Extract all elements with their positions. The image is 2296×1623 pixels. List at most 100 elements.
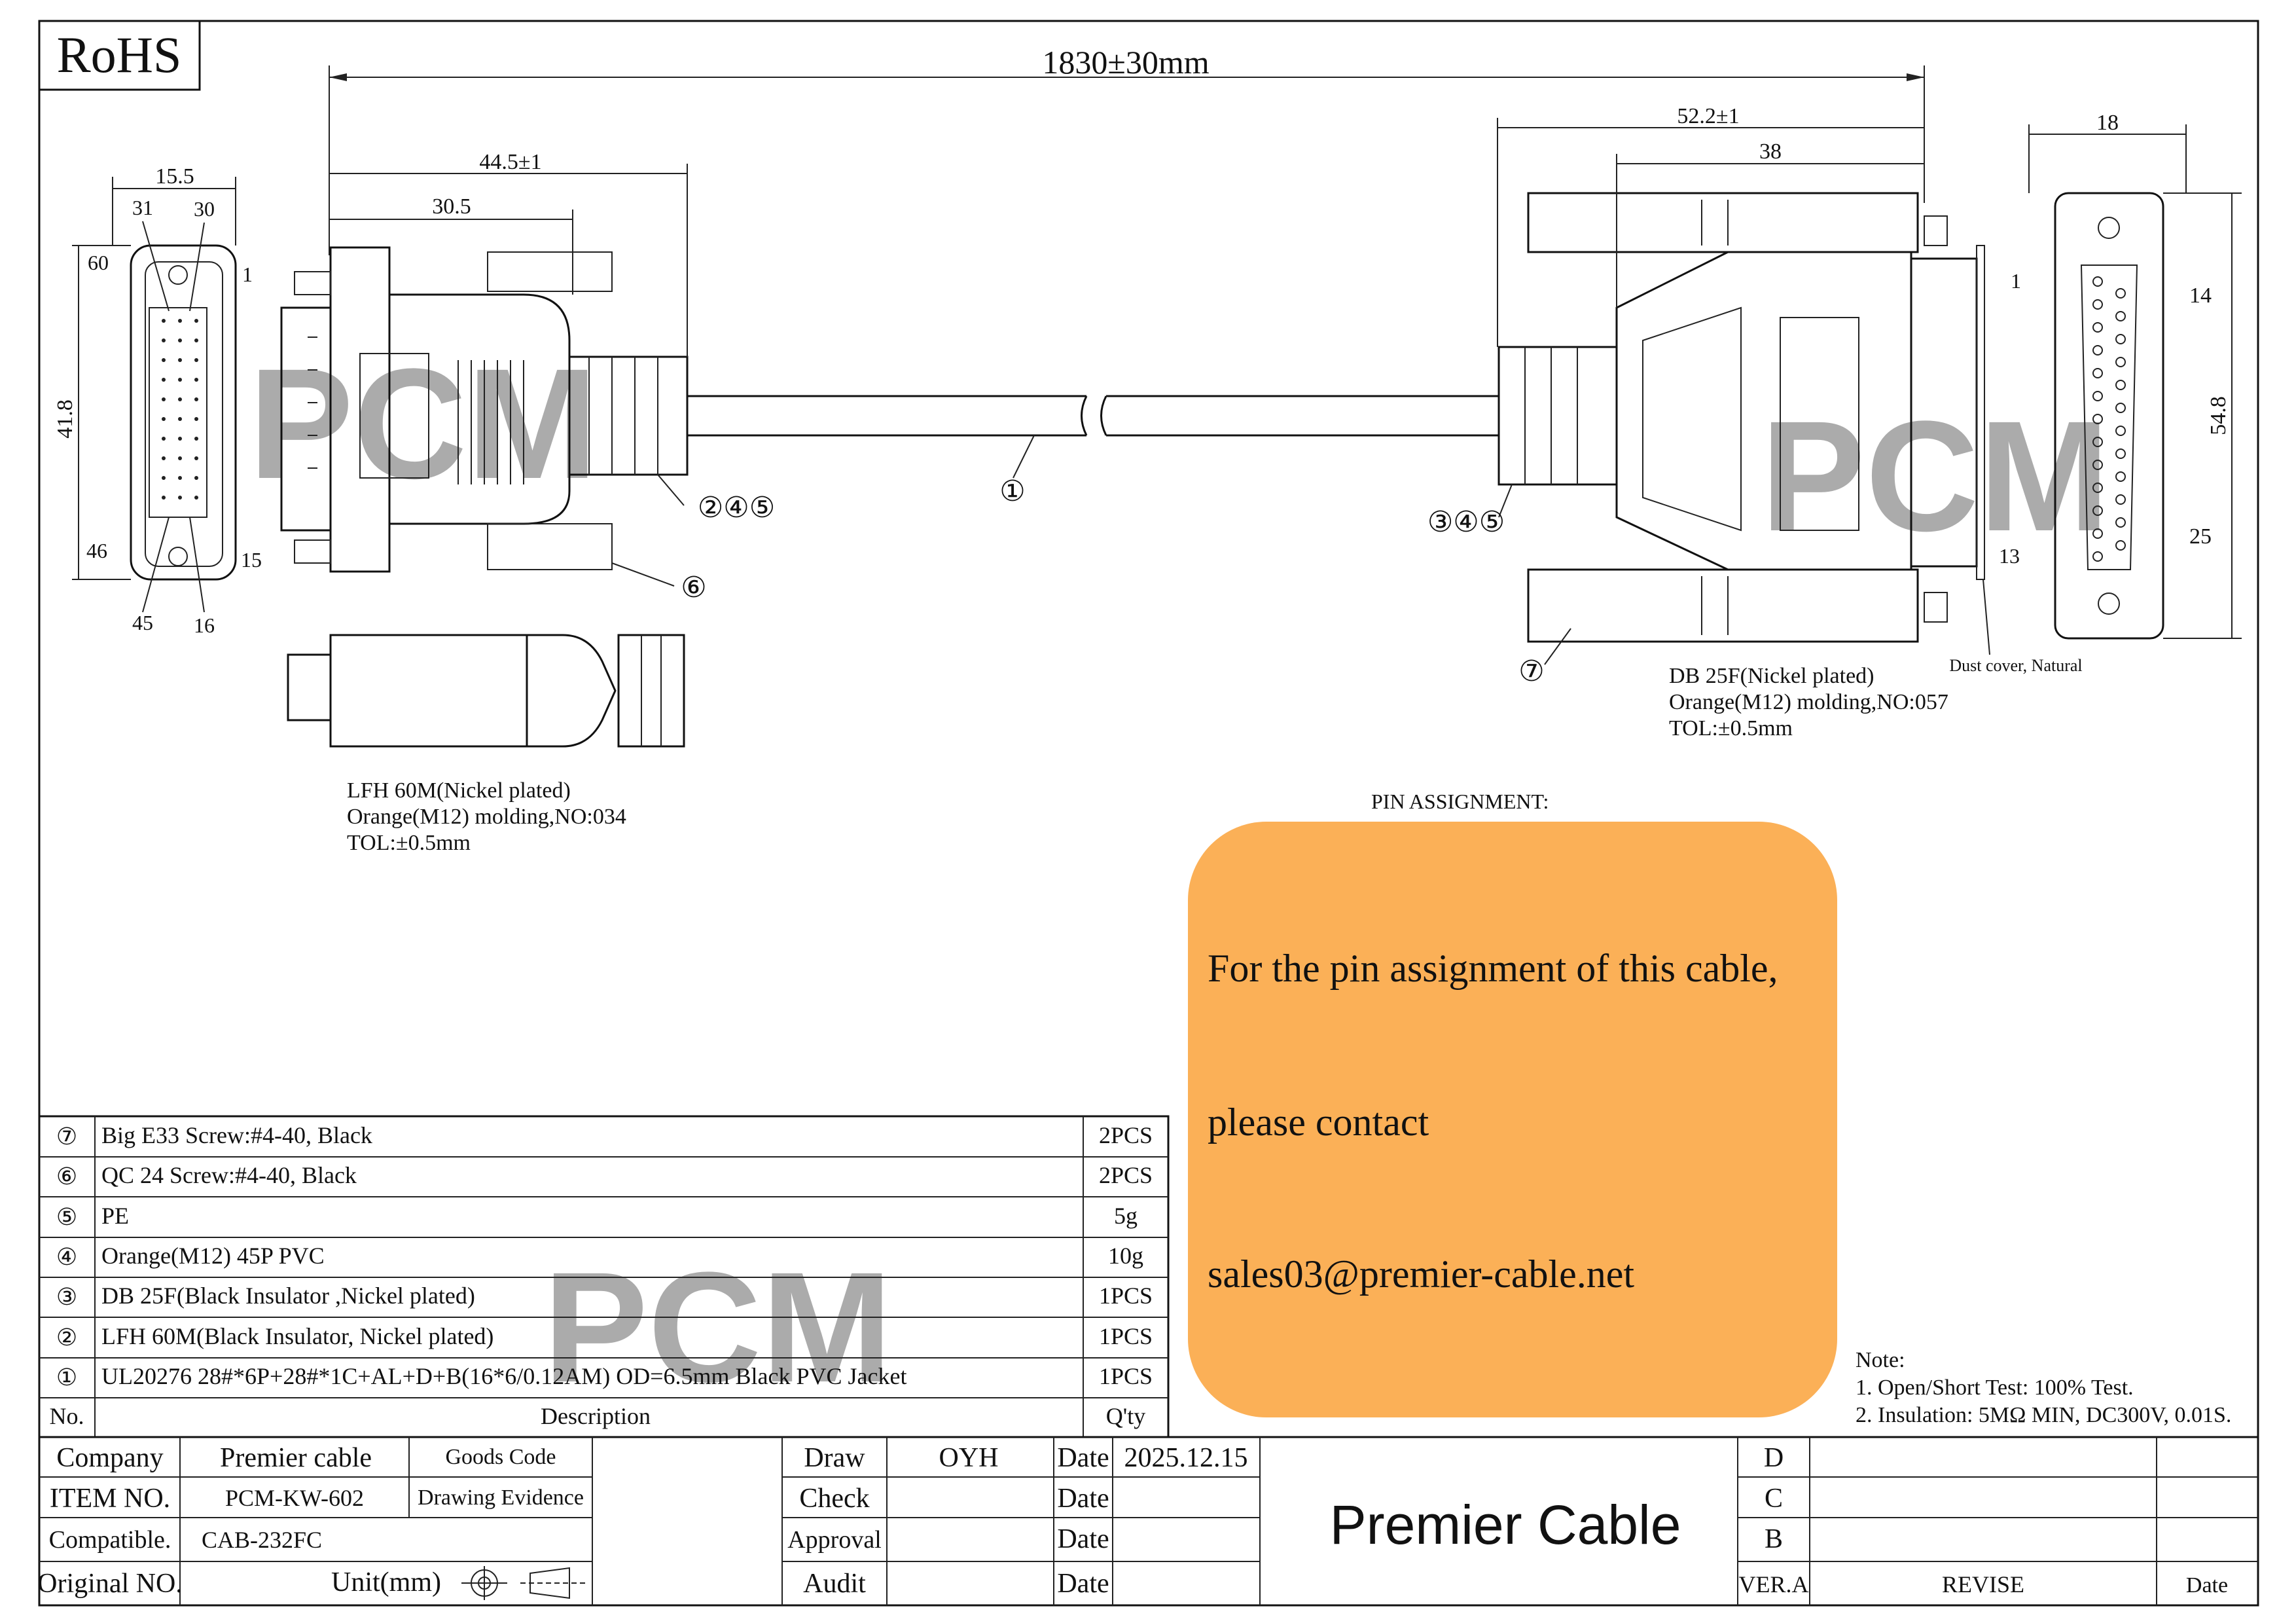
svg-text:Description: Description	[541, 1403, 651, 1429]
svg-text:QC 24 Screw:#4-40, Black: QC 24 Screw:#4-40, Black	[101, 1162, 357, 1188]
svg-text:⑥: ⑥	[681, 572, 706, 604]
svg-text:10g: 10g	[1108, 1243, 1143, 1269]
svg-text:D: D	[1764, 1443, 1784, 1473]
svg-text:5g: 5g	[1114, 1203, 1138, 1229]
svg-text:14: 14	[2189, 283, 2212, 308]
svg-text:38: 38	[1759, 139, 1782, 164]
title-block: Company Premier cable Goods Code ITEM NO…	[37, 1436, 2259, 1607]
notes: Note: 1. Open/Short Test: 100% Test. 2. …	[1856, 1348, 2231, 1427]
svg-text:Q'ty: Q'ty	[1106, 1403, 1146, 1429]
watermark-left: PCM	[249, 336, 598, 511]
svg-text:15: 15	[241, 548, 262, 572]
svg-text:No.: No.	[50, 1403, 84, 1429]
svg-text:Premier cable: Premier cable	[220, 1443, 372, 1473]
svg-text:LFH 60M(Black Insulator, Nicke: LFH 60M(Black Insulator, Nickel plated)	[101, 1323, 493, 1349]
svg-text:②: ②	[56, 1324, 77, 1351]
svg-text:60: 60	[88, 251, 109, 274]
svg-text:Date: Date	[1057, 1443, 1109, 1473]
svg-text:1. Open/Short Test: 100% Test.: 1. Open/Short Test: 100% Test.	[1856, 1376, 2134, 1400]
svg-text:Draw: Draw	[804, 1443, 865, 1473]
svg-text:④: ④	[56, 1244, 77, 1270]
svg-text:Goods Code: Goods Code	[445, 1445, 556, 1469]
svg-text:UL20276 28#*6P+28#*1C+AL+D+B(1: UL20276 28#*6P+28#*1C+AL+D+B(16*6/0.12AM…	[101, 1363, 906, 1389]
svg-text:PCM: PCM	[543, 1239, 892, 1415]
svg-text:VER.A: VER.A	[1739, 1571, 1809, 1597]
svg-text:Date: Date	[1057, 1524, 1109, 1554]
svg-text:Audit: Audit	[803, 1569, 866, 1599]
overall-length-dimension: 1830±30mm	[329, 44, 1925, 255]
svg-text:B: B	[1765, 1524, 1783, 1554]
pin-assignment-line-1: For the pin assignment of this cable,	[1208, 947, 1778, 990]
svg-text:1: 1	[2011, 269, 2021, 293]
svg-text:2. Insulation: 5MΩ MIN, DC300: 2. Insulation: 5MΩ MIN, DC300V, 0.01S.	[1856, 1403, 2231, 1427]
svg-text:45: 45	[132, 611, 153, 634]
bom-table: ⑦ Big E33 Screw:#4-40, Black 2PCS ⑥ QC 2…	[38, 1115, 1170, 1438]
svg-text:⑤: ⑤	[56, 1204, 77, 1230]
svg-text:Note:: Note:	[1856, 1348, 1905, 1372]
svg-text:LFH 60M(Nickel plated): LFH 60M(Nickel plated)	[347, 778, 571, 803]
svg-text:13: 13	[1999, 544, 2020, 568]
svg-text:C: C	[1765, 1484, 1783, 1514]
svg-text:Date: Date	[1057, 1569, 1109, 1599]
svg-text:1PCS: 1PCS	[1099, 1323, 1153, 1349]
svg-text:2PCS: 2PCS	[1099, 1162, 1153, 1188]
svg-text:15.5: 15.5	[155, 164, 194, 189]
db25-front-view: 18 14 54.8 25	[2028, 111, 2242, 640]
svg-text:46: 46	[86, 539, 107, 562]
svg-text:DB 25F(Nickel plated): DB 25F(Nickel plated)	[1669, 664, 1874, 688]
svg-text:41.8: 41.8	[53, 399, 77, 439]
svg-text:Unit(mm): Unit(mm)	[331, 1567, 441, 1597]
svg-text:44.5±1: 44.5±1	[479, 150, 541, 174]
svg-text:25: 25	[2189, 524, 2212, 549]
db25-description: DB 25F(Nickel plated) Orange(M12) moldin…	[1669, 664, 1948, 740]
svg-text:1PCS: 1PCS	[1099, 1283, 1153, 1309]
cable: ①	[687, 395, 1499, 507]
svg-text:DB 25F(Black Insulator ,Nickel: DB 25F(Black Insulator ,Nickel plated)	[101, 1283, 475, 1309]
pin-assignment-line-2: please contact	[1208, 1101, 1429, 1144]
svg-text:OYH: OYH	[939, 1443, 999, 1473]
lfh-bottom-view	[287, 634, 685, 748]
db25-side-view: 52.2±1 38 1 13 Dust cover, Natural	[1497, 104, 2083, 675]
svg-text:Drawing Evidence: Drawing Evidence	[418, 1486, 584, 1510]
callout-cable: ①	[999, 475, 1025, 507]
pin-assignment-box	[1188, 822, 1837, 1417]
svg-text:Orange(M12) 45P PVC: Orange(M12) 45P PVC	[101, 1243, 325, 1269]
svg-text:③: ③	[56, 1284, 77, 1310]
svg-text:③④⑤: ③④⑤	[1427, 506, 1505, 538]
svg-text:TOL:±0.5mm: TOL:±0.5mm	[347, 831, 471, 855]
lfh-side-view: 44.5±1 30.5	[280, 150, 689, 573]
svg-text:①: ①	[56, 1364, 77, 1391]
lfh-front-view: 15.5 41.8 31 30 60 1 46 15 45 16	[53, 164, 262, 637]
lfh-description: LFH 60M(Nickel plated) Orange(M12) moldi…	[347, 778, 626, 855]
svg-text:PCM: PCM	[249, 336, 598, 511]
rohs-label: RoHS	[57, 26, 182, 83]
svg-text:ITEM NO.: ITEM NO.	[50, 1484, 170, 1514]
svg-text:Orange(M12) molding,NO:057: Orange(M12) molding,NO:057	[1669, 690, 1948, 714]
svg-text:16: 16	[194, 613, 215, 637]
svg-text:1: 1	[242, 263, 253, 286]
watermark-bottom: PCM	[543, 1239, 892, 1415]
svg-text:PE: PE	[101, 1203, 129, 1229]
svg-text:CAB-232FC: CAB-232FC	[202, 1527, 322, 1553]
svg-text:31: 31	[132, 196, 153, 219]
pin-assignment-heading: PIN ASSIGNMENT:	[1371, 790, 1549, 813]
overall-length-label: 1830±30mm	[1042, 44, 1209, 81]
svg-text:30: 30	[194, 197, 215, 221]
svg-text:Date: Date	[1057, 1484, 1109, 1514]
svg-text:PCM: PCM	[1761, 388, 2109, 564]
svg-text:52.2±1: 52.2±1	[1677, 104, 1739, 128]
svg-text:Date: Date	[2186, 1573, 2228, 1597]
db25-callouts: ③④⑤ ⑦	[1427, 484, 1571, 687]
watermark-right: PCM	[1761, 388, 2109, 564]
svg-text:2025.12.15: 2025.12.15	[1124, 1443, 1248, 1473]
contact-email[interactable]: sales03@premier-cable.net	[1208, 1252, 1635, 1296]
svg-text:Check: Check	[799, 1484, 869, 1514]
svg-text:18: 18	[2096, 111, 2119, 135]
dust-cover-label: Dust cover, Natural	[1949, 656, 2082, 675]
rohs-box	[38, 20, 201, 91]
projection-symbol	[461, 1566, 586, 1600]
svg-text:REVISE: REVISE	[1942, 1571, 2024, 1597]
svg-text:Original NO.: Original NO.	[37, 1569, 183, 1599]
svg-text:Approval: Approval	[787, 1526, 882, 1554]
